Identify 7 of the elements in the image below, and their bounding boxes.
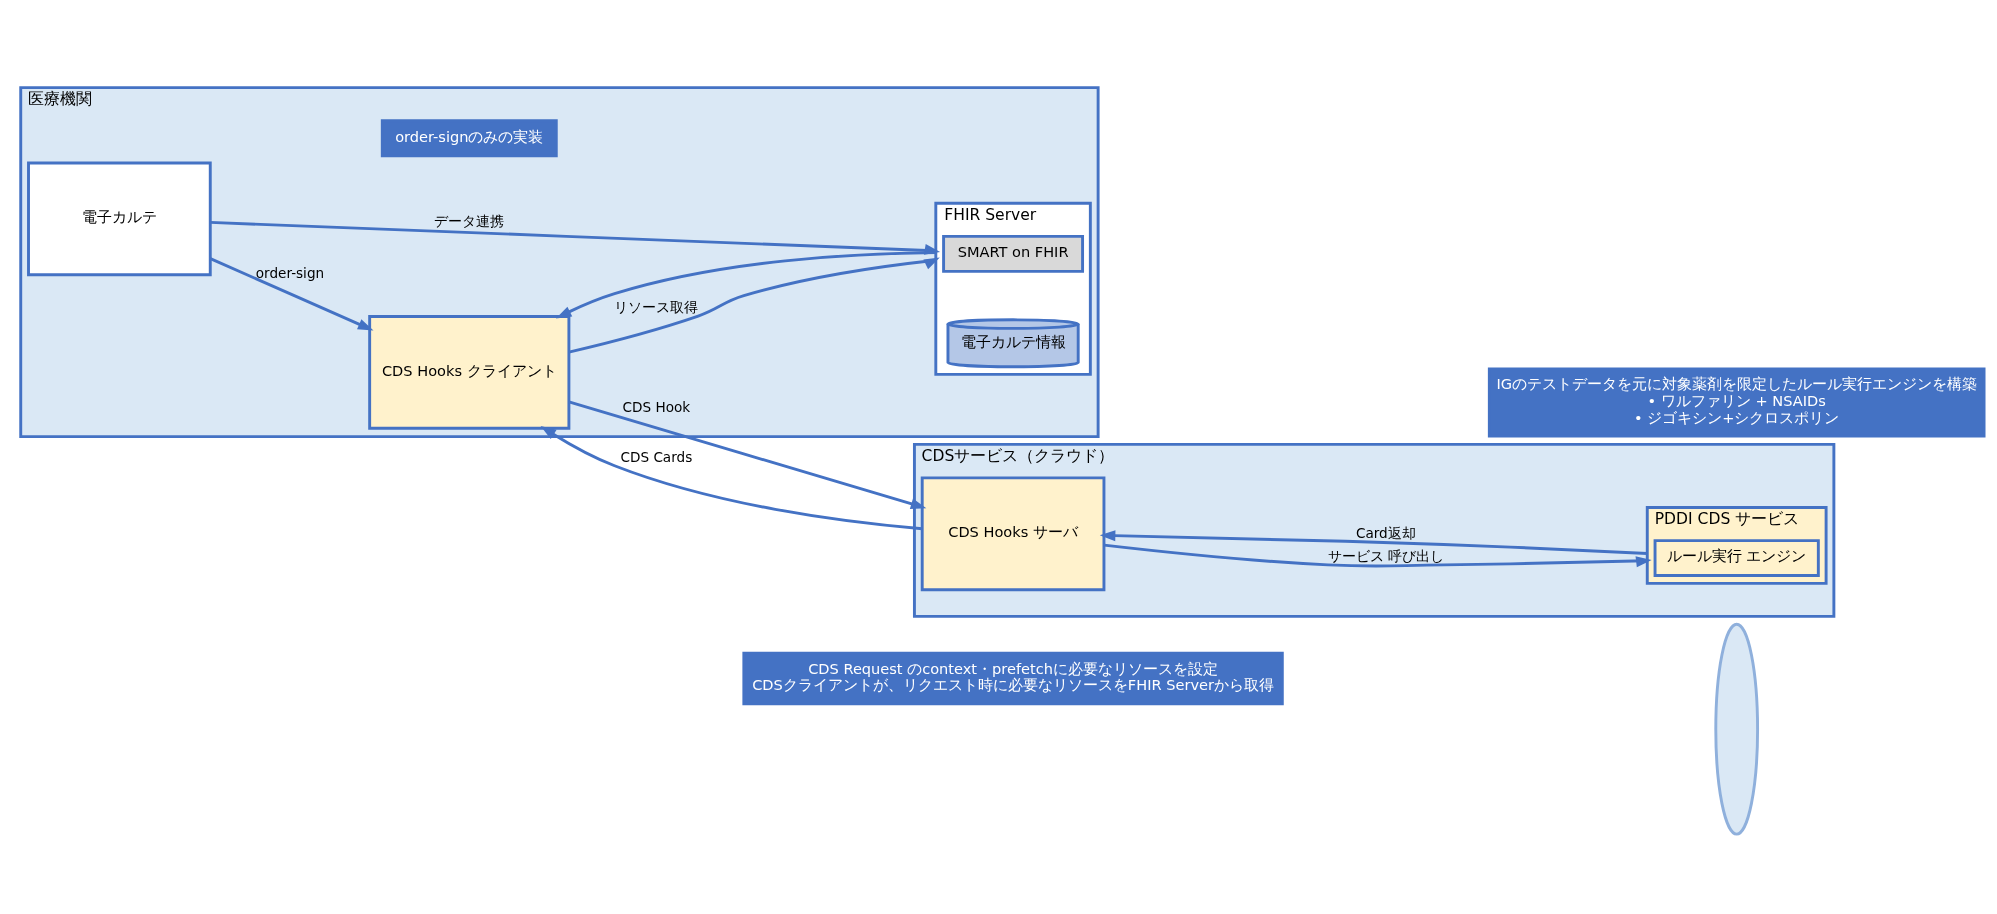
edge-label: データ連携 [434,212,505,229]
edge-label: リソース取得 [614,299,699,316]
edge-label: CDS Hook [622,399,691,416]
edge-label: order-sign [255,265,325,282]
edge-label: Card返却 [1355,524,1416,541]
edge-label: サービス 呼び出し [1327,548,1444,565]
edge-label: CDS Cards [620,449,693,466]
